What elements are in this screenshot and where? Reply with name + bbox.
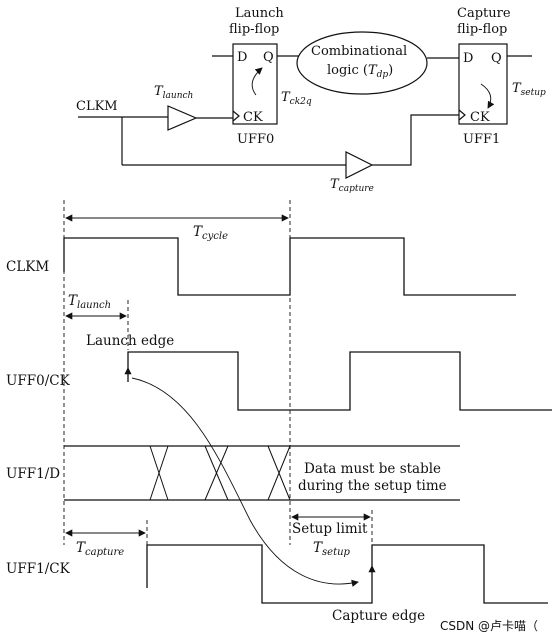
uff0-pin-d: D bbox=[237, 50, 247, 65]
capture-buffer-out-wire bbox=[372, 114, 459, 166]
uff1-pin-ck: CK bbox=[470, 110, 490, 125]
timing-labels: CLKM UFF0/CK UFF1/D UFF1/CK Tcycle Tlaun… bbox=[6, 224, 538, 633]
t-launch-label: Tlaunch bbox=[154, 84, 193, 101]
uff0-label: UFF0 bbox=[237, 132, 274, 147]
stable-note-line-2: during the setup time bbox=[298, 478, 447, 494]
setup-limit-label: Setup limit bbox=[292, 521, 368, 537]
uff1-ck-waveform-label: UFF1/CK bbox=[6, 561, 71, 577]
t-capture-timing-label: Tcapture bbox=[76, 540, 124, 558]
uff0-flip-flop bbox=[232, 43, 278, 125]
comb-logic-line-2: logic (Tdp) bbox=[327, 63, 393, 80]
capture-buffer bbox=[345, 151, 374, 179]
launch-buffer bbox=[167, 105, 198, 131]
uff1-flip-flop bbox=[458, 43, 508, 125]
t-setup-timing-label: Tsetup bbox=[313, 540, 351, 558]
clkm-waveform bbox=[63, 237, 516, 296]
combinational-logic-cloud bbox=[296, 31, 428, 95]
t-cycle-label: Tcycle bbox=[193, 224, 228, 242]
uff0-ck-waveform-label: UFF0/CK bbox=[6, 373, 71, 389]
uff1-pin-q: Q bbox=[491, 51, 502, 66]
uff1-d-bus bbox=[64, 445, 460, 501]
watermark: CSDN @卢卡喵（ bbox=[440, 618, 538, 633]
launch-to-capture-curve bbox=[131, 377, 359, 587]
uff1-d-waveform-label: UFF1/D bbox=[6, 466, 60, 482]
uff1-ck-triangle bbox=[458, 109, 466, 121]
uff1-label: UFF1 bbox=[463, 132, 500, 147]
clkm-circuit-label: CLKM bbox=[76, 99, 118, 114]
uff0-pin-q: Q bbox=[263, 50, 274, 65]
clkm-waveform-label: CLKM bbox=[6, 259, 49, 275]
uff1-ck-waveform bbox=[146, 544, 548, 604]
launch-title-2: flip-flop bbox=[229, 22, 279, 37]
t-setup-circuit-label: Tsetup bbox=[512, 81, 546, 98]
circuit-labels: Launch flip-flop Capture flip-flop D Q C… bbox=[76, 6, 546, 194]
uff0-internal-arrow bbox=[251, 67, 263, 96]
launch-edge-label: Launch edge bbox=[86, 333, 174, 349]
uff0-ck-triangle bbox=[232, 110, 240, 122]
capture-title-1: Capture bbox=[457, 6, 511, 21]
launch-title-1: Launch bbox=[235, 6, 284, 21]
timing-waveforms bbox=[63, 200, 552, 604]
t-ck2q-label: Tck2q bbox=[281, 90, 312, 107]
capture-title-2: flip-flop bbox=[457, 22, 507, 37]
capture-edge-label: Capture edge bbox=[332, 608, 425, 624]
uff1-internal-arrow bbox=[480, 83, 495, 109]
stable-note-line-1: Data must be stable bbox=[304, 461, 441, 477]
t-launch-timing-label: Tlaunch bbox=[68, 293, 111, 311]
uff1-pin-d: D bbox=[463, 51, 473, 66]
comb-logic-line-1: Combinational bbox=[311, 44, 407, 59]
uff0-pin-ck: CK bbox=[243, 110, 263, 125]
t-capture-circuit-label: Tcapture bbox=[330, 177, 374, 194]
uff0-ck-waveform bbox=[127, 351, 552, 411]
circuit-schematic bbox=[78, 31, 532, 179]
